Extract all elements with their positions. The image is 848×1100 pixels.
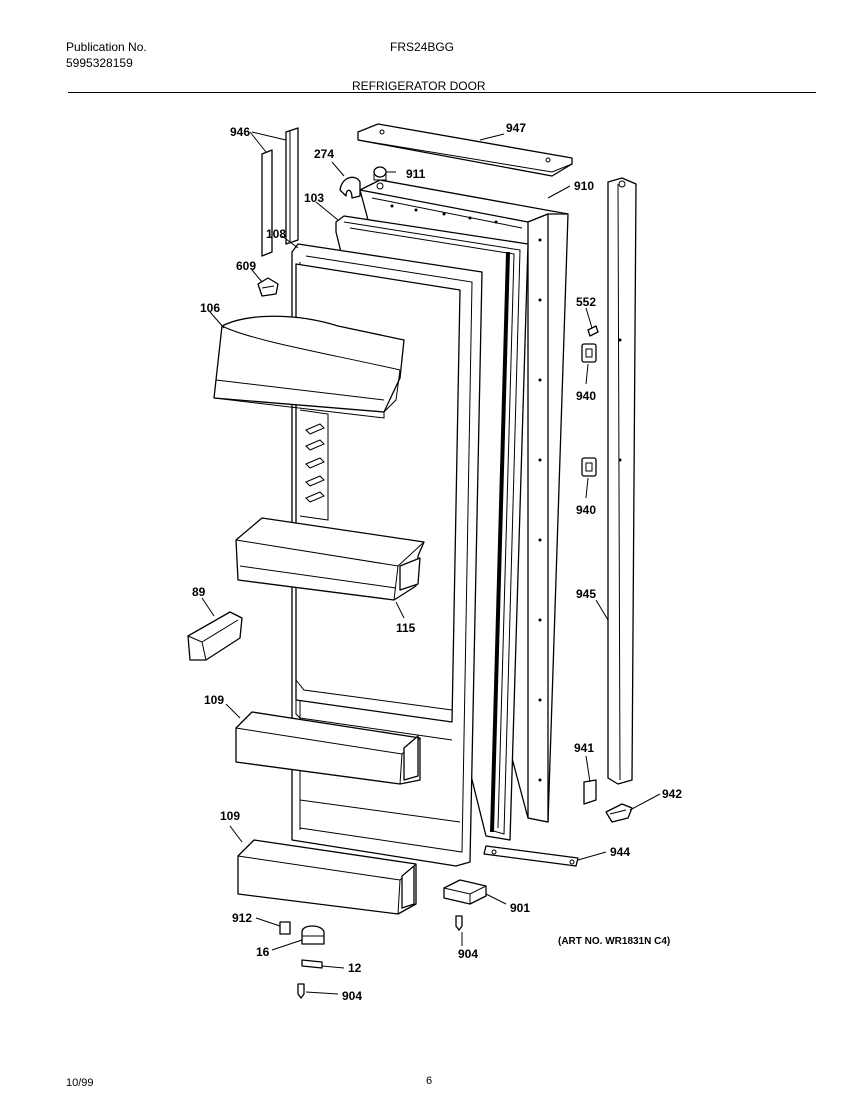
callout-945: 945 (576, 587, 596, 601)
callout-946: 946 (230, 125, 250, 139)
part-940-handle-mount-upper (581, 343, 597, 363)
section-title: REFRIGERATOR DOOR (352, 79, 486, 93)
part-944-bottom-trim (483, 845, 579, 867)
callout-12: 12 (348, 961, 362, 975)
callout-940-upper: 940 (576, 389, 596, 403)
callout-108: 108 (266, 227, 286, 241)
publication-label: Publication No. (66, 40, 147, 54)
callout-609: 609 (236, 259, 256, 273)
callout-106: 106 (200, 301, 220, 315)
callout-904-left: 904 (342, 989, 362, 1003)
part-904-screw-left (297, 983, 305, 999)
footer-page-number: 6 (426, 1075, 433, 1087)
part-16-cam (301, 925, 325, 945)
callout-944: 944 (610, 845, 630, 859)
part-912-spacer (279, 921, 291, 935)
callout-901: 901 (510, 901, 530, 915)
part-911-bushing (373, 166, 387, 181)
callout-912: 912 (232, 911, 252, 925)
art-number: (ART NO. WR1831N C4) (558, 936, 670, 947)
callout-109-upper: 109 (204, 693, 224, 707)
callout-911: 911 (406, 167, 426, 181)
footer-date: 10/99 (66, 1077, 94, 1089)
part-947-door-top-cap (357, 123, 573, 177)
part-274-hinge-bracket (339, 176, 361, 199)
publication-number: 5995328159 (66, 56, 133, 70)
callout-103: 103 (304, 191, 324, 205)
callout-904-right: 904 (458, 947, 478, 961)
part-109-door-bin-lower (237, 839, 417, 915)
part-904-screw-right (455, 915, 463, 931)
callout-552: 552 (576, 295, 596, 309)
part-609-clip (257, 277, 279, 297)
part-945-side-trim (607, 177, 637, 785)
part-552-screw (587, 325, 599, 337)
callout-942: 942 (662, 787, 682, 801)
callout-941: 941 (574, 741, 594, 755)
callout-910: 910 (574, 179, 594, 193)
part-12-pin (301, 959, 323, 969)
callout-947: 947 (506, 121, 526, 135)
callout-940-lower: 940 (576, 503, 596, 517)
leader-lines (201, 131, 661, 995)
part-115-door-shelf (235, 517, 425, 601)
part-109-door-bin-upper (235, 711, 421, 785)
callout-115: 115 (396, 621, 416, 635)
part-89-shelf-end-cap (187, 611, 243, 661)
model-number: FRS24BGG (390, 40, 455, 54)
callout-16: 16 (256, 945, 270, 959)
part-901-hinge-bracket (443, 879, 487, 905)
callout-89: 89 (192, 585, 206, 599)
part-106-dairy-compartment-door (213, 315, 405, 419)
header-rule (68, 92, 816, 93)
part-941-bracket (583, 779, 597, 805)
callout-109-lower: 109 (220, 809, 240, 823)
part-942-hinge-cover (605, 803, 633, 823)
part-946-trim-strips (261, 127, 299, 257)
callout-274: 274 (314, 147, 334, 161)
callout-labels: 946 274 911 947 910 103 108 609 106 552 … (192, 121, 682, 1003)
part-940-handle-mount-lower (581, 457, 597, 477)
